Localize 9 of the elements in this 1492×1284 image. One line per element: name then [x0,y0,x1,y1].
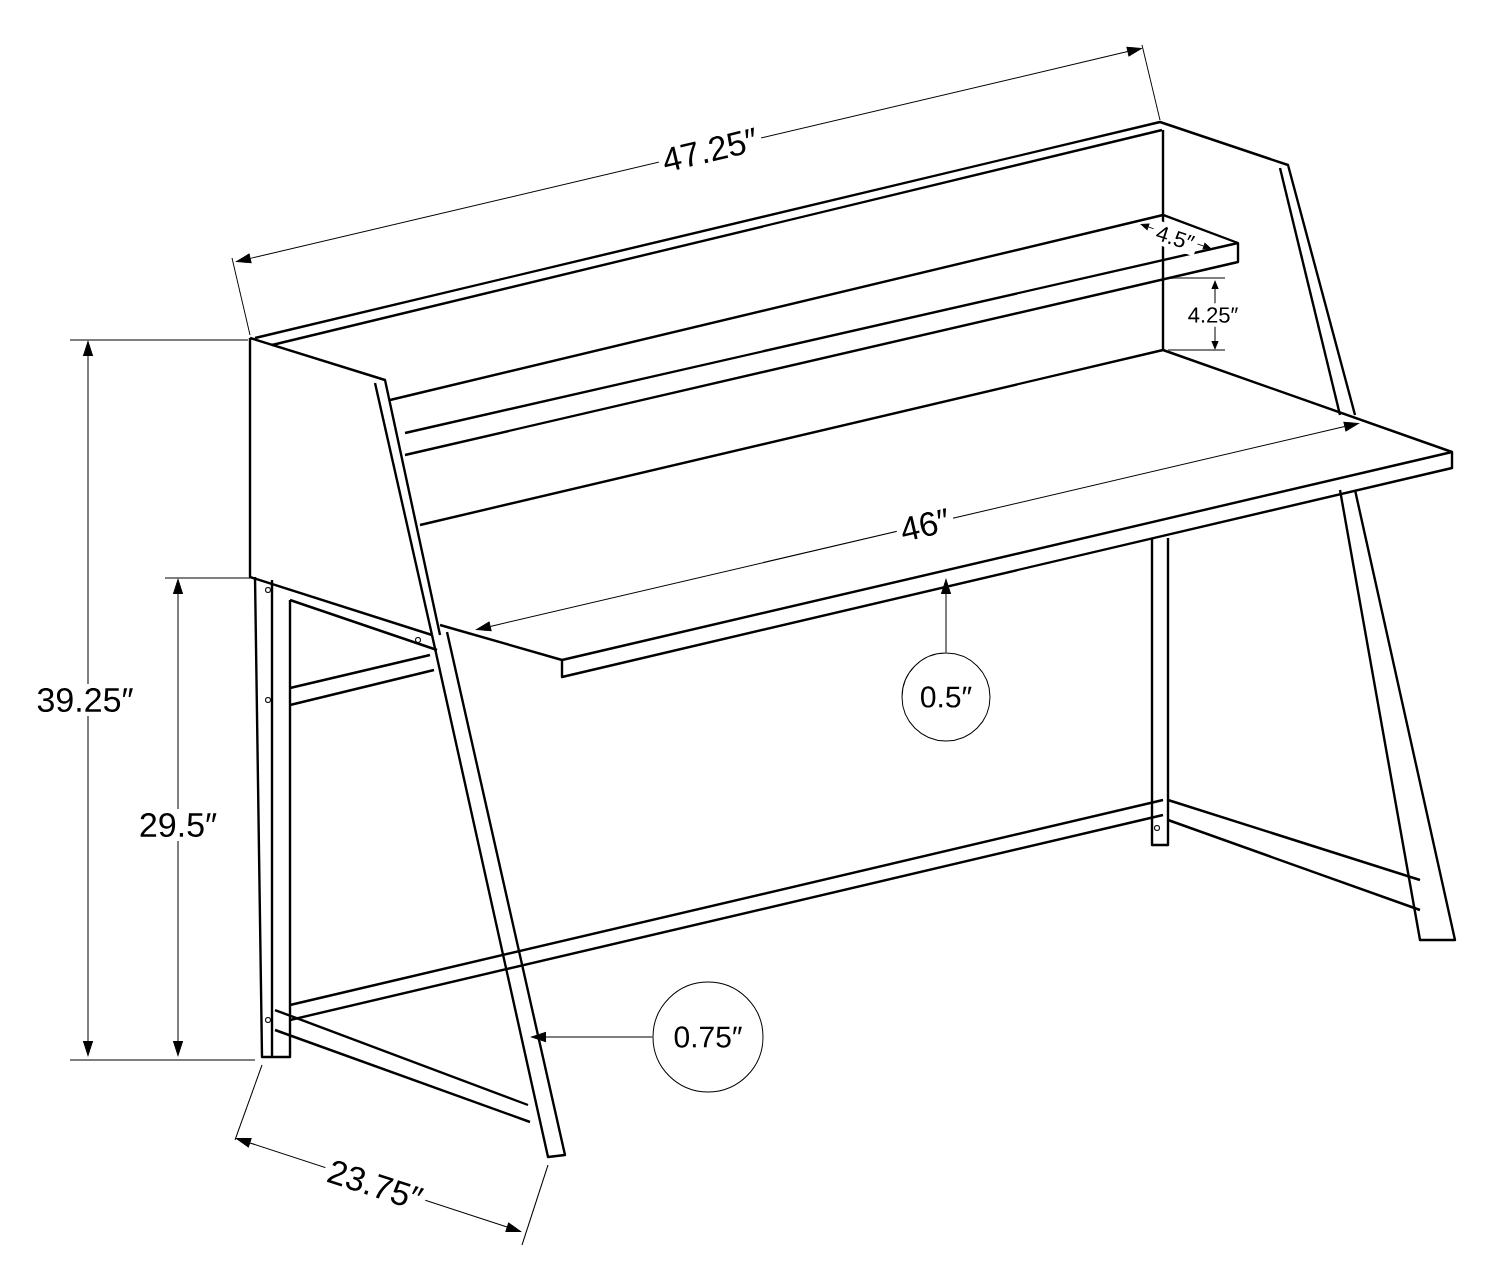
dimension-label: 4.5″ [1149,219,1201,257]
leader-line [531,1032,653,1042]
dimension-label: 29.5″ [134,808,222,842]
dimension-label: 4.25″ [1183,303,1243,327]
dimension-label: 23.75″ [320,1153,430,1217]
dimension-label: 39.25″ [32,683,138,717]
leader-line [941,579,951,653]
dimension-label: 47.25″ [655,122,765,178]
dimension-label: 46″ [893,502,957,548]
